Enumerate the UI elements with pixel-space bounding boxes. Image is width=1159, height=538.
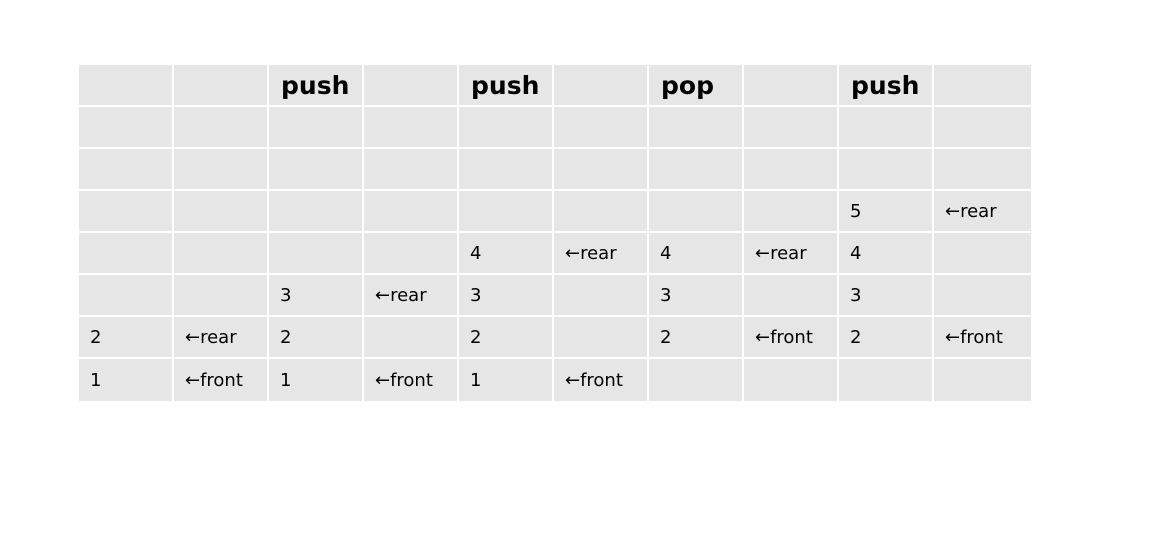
queue-value-cell: 4 xyxy=(459,233,554,275)
pointer-label-cell xyxy=(364,317,459,359)
pointer-label-cell xyxy=(554,275,649,317)
queue-value-cell xyxy=(79,233,174,275)
pointer-label-cell xyxy=(364,191,459,233)
pointer-label-cell xyxy=(934,107,1031,149)
pointer-label-cell xyxy=(554,107,649,149)
pointer-label-cell xyxy=(364,149,459,191)
pointer-label-cell: ←rear xyxy=(934,191,1031,233)
queue-value-cell xyxy=(839,359,934,401)
queue-row: 5←rear xyxy=(79,191,1031,233)
pointer-label-cell xyxy=(934,149,1031,191)
queue-value-cell: 1 xyxy=(79,359,174,401)
queue-value-cell xyxy=(269,149,364,191)
operation-label-cell xyxy=(934,65,1031,107)
pointer-label-cell: ←rear xyxy=(744,233,839,275)
pointer-label-cell xyxy=(364,107,459,149)
queue-value-cell xyxy=(649,359,744,401)
pointer-label-cell: ←rear xyxy=(364,275,459,317)
queue-value-cell xyxy=(79,275,174,317)
pointer-label-cell xyxy=(174,149,269,191)
pointer-label-cell xyxy=(934,233,1031,275)
queue-value-cell: 4 xyxy=(839,233,934,275)
queue-value-cell: 2 xyxy=(269,317,364,359)
queue-value-cell xyxy=(649,149,744,191)
pointer-label-cell xyxy=(174,233,269,275)
queue-value-cell xyxy=(649,191,744,233)
pointer-label-cell xyxy=(554,191,649,233)
queue-value-cell: 5 xyxy=(839,191,934,233)
queue-value-cell xyxy=(79,149,174,191)
queue-row xyxy=(79,149,1031,191)
pointer-label-cell xyxy=(554,317,649,359)
queue-value-cell xyxy=(269,191,364,233)
queue-value-cell xyxy=(269,233,364,275)
queue-value-cell: 4 xyxy=(649,233,744,275)
operation-header-row: push push pop push xyxy=(79,65,1031,107)
operation-label-cell: push xyxy=(839,65,934,107)
queue-value-cell: 1 xyxy=(269,359,364,401)
operation-label-cell xyxy=(364,65,459,107)
queue-value-cell: 1 xyxy=(459,359,554,401)
queue-value-cell xyxy=(79,191,174,233)
operation-label-cell xyxy=(174,65,269,107)
pointer-label-cell: ←rear xyxy=(174,317,269,359)
queue-value-cell xyxy=(459,107,554,149)
operation-label-cell: push xyxy=(269,65,364,107)
pointer-label-cell: ←rear xyxy=(554,233,649,275)
operation-label-cell: push xyxy=(459,65,554,107)
pointer-label-cell xyxy=(364,233,459,275)
queue-value-cell: 3 xyxy=(459,275,554,317)
queue-value-cell xyxy=(79,107,174,149)
pointer-label-cell xyxy=(174,275,269,317)
pointer-label-cell: ←front xyxy=(554,359,649,401)
pointer-label-cell: ←front xyxy=(934,317,1031,359)
pointer-label-cell: ←front xyxy=(174,359,269,401)
queue-value-cell xyxy=(839,107,934,149)
pointer-label-cell xyxy=(744,107,839,149)
queue-value-cell xyxy=(459,149,554,191)
pointer-label-cell xyxy=(744,275,839,317)
pointer-label-cell xyxy=(934,275,1031,317)
pointer-label-cell xyxy=(174,191,269,233)
pointer-label-cell: ←front xyxy=(744,317,839,359)
queue-value-cell xyxy=(649,107,744,149)
queue-value-cell: 2 xyxy=(839,317,934,359)
queue-value-cell: 2 xyxy=(649,317,744,359)
pointer-label-cell: ←front xyxy=(364,359,459,401)
queue-value-cell: 2 xyxy=(79,317,174,359)
pointer-label-cell xyxy=(934,359,1031,401)
pointer-label-cell xyxy=(174,107,269,149)
pointer-label-cell xyxy=(744,359,839,401)
operation-label-cell xyxy=(744,65,839,107)
queue-value-cell xyxy=(459,191,554,233)
queue-value-cell: 2 xyxy=(459,317,554,359)
pointer-label-cell xyxy=(744,149,839,191)
queue-row xyxy=(79,107,1031,149)
operation-label-cell: pop xyxy=(649,65,744,107)
pointer-label-cell xyxy=(744,191,839,233)
operation-label-cell xyxy=(554,65,649,107)
queue-value-cell: 3 xyxy=(269,275,364,317)
queue-value-cell: 3 xyxy=(649,275,744,317)
queue-value-cell xyxy=(269,107,364,149)
queue-value-cell xyxy=(839,149,934,191)
queue-value-cell: 3 xyxy=(839,275,934,317)
operation-label-cell xyxy=(79,65,174,107)
pointer-label-cell xyxy=(554,149,649,191)
